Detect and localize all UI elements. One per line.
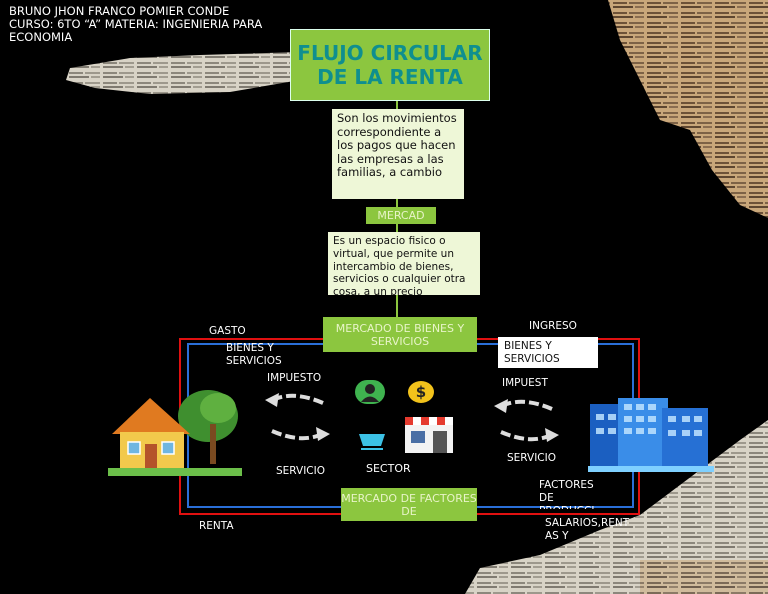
mercado-tag-text: MERCAD <box>377 209 425 222</box>
arrow-left-icon <box>265 393 324 407</box>
label-bienes-right: BIENES Y SERVICIOS <box>504 340 560 365</box>
definition-mercado-text: Es un espacio fisico o virtual, que perm… <box>333 235 466 295</box>
person-icon <box>355 380 385 404</box>
label-impuesto-left: IMPUESTO <box>267 372 322 384</box>
market-factors-box: MERCADO DE FACTORES DE <box>341 488 477 521</box>
label-salarios: SALARIOS,RENT AS Y <box>545 517 630 542</box>
connector-line <box>396 224 398 232</box>
diagram-title-text: FLUJO CIRCULAR DE LA RENTA <box>297 41 483 89</box>
svg-text:$: $ <box>416 383 426 401</box>
label-servicio-right: SERVICIO <box>507 452 556 464</box>
dollar-icon: $ <box>408 381 434 403</box>
label-factores: FACTORES DE PRODUCCI <box>539 479 594 509</box>
author-header: BRUNO JHON FRANCO POMIER CONDE CURSO: 6T… <box>9 5 309 43</box>
arrow-right-icon <box>271 427 330 441</box>
label-impuesto-right: IMPUEST <box>502 377 548 389</box>
label-ingreso: INGRESO <box>529 320 577 332</box>
definition-flow-note: Son los movimientos correspondiente a lo… <box>332 109 464 199</box>
label-bienes-left: BIENES Y SERVICIOS COMPRADOS <box>226 342 282 367</box>
market-goods-box: MERCADO DE BIENES Y SERVICIOS <box>323 317 477 352</box>
course-subject: ECONOMIA <box>9 30 73 44</box>
label-servicio-left: SERVICIO <box>276 465 325 477</box>
arrow-right-icon <box>500 428 559 442</box>
label-renta: RENTA <box>199 520 234 532</box>
arrow-left-icon <box>494 399 553 413</box>
course-info: CURSO: 6TO “A” MATERIA: INGENIERIA PARA <box>9 17 263 31</box>
building-icon <box>588 398 714 472</box>
label-sector: SECTOR <box>366 462 411 475</box>
diagram-title: FLUJO CIRCULAR DE LA RENTA <box>290 29 490 101</box>
bienes-right-box: BIENES Y SERVICIOS <box>498 337 598 368</box>
author-name: BRUNO JHON FRANCO POMIER CONDE <box>9 5 230 18</box>
definition-flow-text: Son los movimientos correspondiente a lo… <box>337 111 457 180</box>
connector-line <box>396 199 398 207</box>
market-goods-text: MERCADO DE BIENES Y SERVICIOS <box>335 321 465 348</box>
definition-mercado-note: Es un espacio fisico o virtual, que perm… <box>328 232 480 295</box>
house-icon <box>108 390 242 476</box>
mercado-tag: MERCAD <box>366 207 436 224</box>
label-gasto: GASTO <box>209 325 246 337</box>
connector-line <box>396 295 398 317</box>
store-icon <box>405 417 453 453</box>
connector-line <box>396 99 398 109</box>
market-factors-text: MERCADO DE FACTORES DE <box>341 491 477 518</box>
cart-icon <box>359 434 385 450</box>
